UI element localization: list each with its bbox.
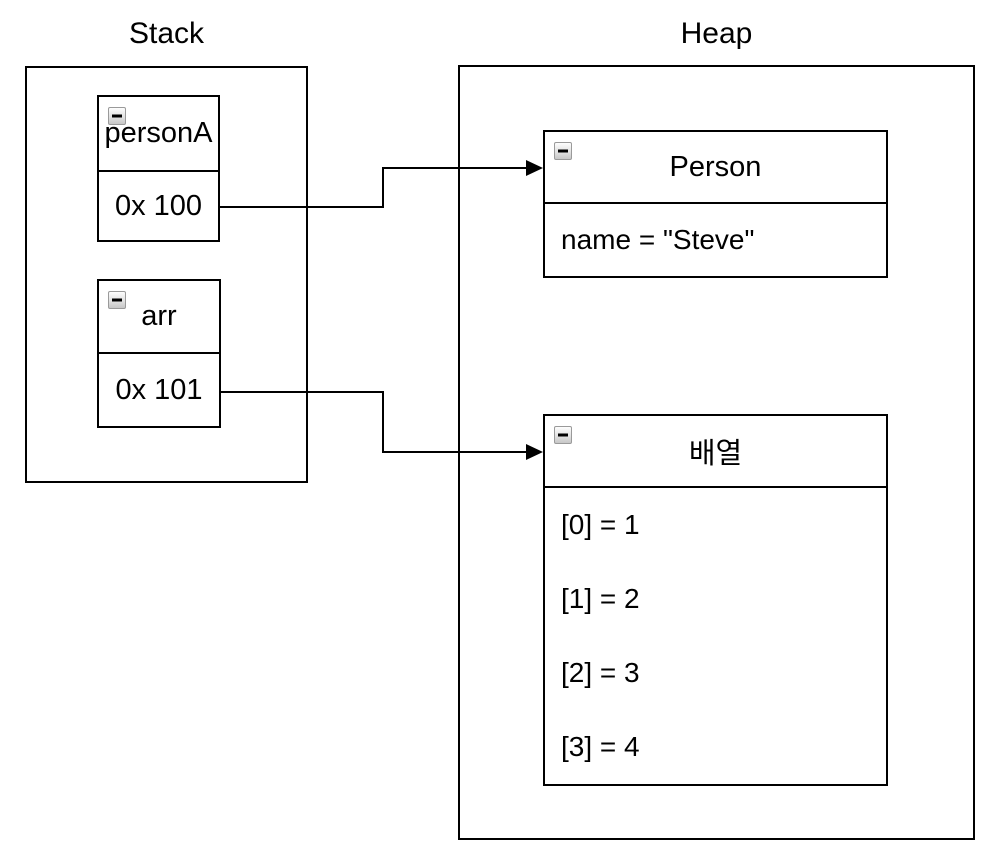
collapse-minus-icon[interactable]: [554, 426, 572, 444]
person-body: name = "Steve": [545, 204, 886, 276]
arr-body: 0x 101: [99, 354, 219, 426]
collapse-minus-icon[interactable]: [108, 291, 126, 309]
heap-node-array[interactable]: 배열 [0] = 1 [1] = 2 [2] = 3 [3] = 4: [543, 414, 888, 786]
stack-node-persona[interactable]: personA 0x 100: [97, 95, 220, 242]
heap-title: Heap: [680, 17, 753, 50]
array-field-0: [0] = 1: [561, 509, 640, 540]
array-field-1: [1] = 2: [561, 583, 640, 614]
persona-header: personA: [99, 97, 218, 172]
array-label: 배열: [688, 438, 743, 470]
person-header: Person: [545, 132, 886, 204]
persona-body: 0x 100: [99, 172, 218, 240]
collapse-minus-icon[interactable]: [108, 107, 126, 125]
stack-node-arr[interactable]: arr 0x 101: [97, 279, 221, 428]
person-field: name = "Steve": [561, 224, 755, 255]
collapse-minus-icon[interactable]: [554, 142, 572, 160]
persona-value: 0x 100: [114, 189, 203, 222]
array-body: [0] = 1 [1] = 2 [2] = 3 [3] = 4: [545, 488, 886, 784]
arr-header: arr: [99, 281, 219, 354]
arr-label: arr: [141, 300, 177, 332]
array-header: 배열: [545, 416, 886, 488]
stack-title: Stack: [128, 17, 205, 50]
person-label: Person: [669, 150, 762, 183]
array-field-3: [3] = 4: [561, 731, 640, 762]
arr-value: 0x 101: [115, 373, 203, 406]
heap-node-person[interactable]: Person name = "Steve": [543, 130, 888, 278]
array-field-2: [2] = 3: [561, 657, 640, 688]
